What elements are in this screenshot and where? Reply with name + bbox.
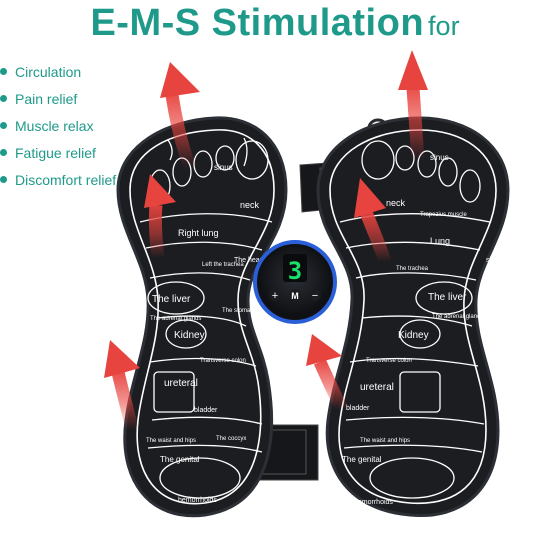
left-label-waist: The waist and hips bbox=[146, 438, 196, 444]
right-label-neck: neck bbox=[386, 198, 406, 208]
stimulation-arrow-icon bbox=[144, 174, 176, 259]
right-label-transverse: Transverse colon bbox=[366, 358, 412, 364]
benefits-list: Circulation Pain relief Muscle relax Fat… bbox=[0, 58, 116, 193]
stimulation-arrow-icon bbox=[398, 50, 428, 161]
left-label-neck: neck bbox=[240, 200, 260, 210]
left-label-the-heart: The heart bbox=[234, 257, 264, 264]
right-foot-pad: sinus neck Trapezius muscle Lung The tra… bbox=[316, 116, 514, 518]
right-label-waist: The waist and hips bbox=[360, 438, 410, 444]
left-label-transverse: Transverse colon bbox=[200, 358, 246, 364]
bullet-icon bbox=[0, 176, 7, 183]
right-label-adrenal: The adrenal glands bbox=[432, 314, 483, 320]
right-label-bladder: bladder bbox=[346, 405, 370, 412]
right-label-lung: Lung bbox=[430, 236, 450, 246]
mode-label: M bbox=[291, 291, 299, 301]
stimulation-arrow-icon bbox=[104, 340, 140, 432]
left-label-genital: The genital bbox=[160, 455, 200, 464]
bullet-icon bbox=[0, 122, 7, 129]
benefit-item: Discomfort relief bbox=[0, 166, 116, 193]
left-label-sinus: sinus bbox=[214, 163, 233, 172]
stimulation-arrow-icon bbox=[306, 334, 348, 413]
right-label-kidney: Kidney bbox=[398, 330, 429, 341]
left-label-bladder: bladder bbox=[194, 407, 218, 414]
left-label-kidney: Kidney bbox=[174, 330, 205, 341]
mode-button[interactable]: M bbox=[289, 289, 301, 301]
benefit-label: Fatigue relief bbox=[15, 144, 96, 161]
controller-unit: 3 + M − bbox=[253, 240, 337, 324]
benefit-item: Pain relief bbox=[0, 85, 116, 112]
plus-label: − bbox=[312, 290, 318, 302]
left-label-ureteral: ureteral bbox=[164, 378, 198, 389]
intensity-digit: 3 bbox=[288, 257, 302, 285]
left-label-hemorrhoids: hemorrhoids bbox=[178, 497, 217, 504]
left-label-right-lung: Right lung bbox=[178, 228, 219, 238]
right-label-trapezius: Trapezius muscle bbox=[420, 212, 467, 218]
benefit-item: Fatigue relief bbox=[0, 139, 116, 166]
benefit-item: Circulation bbox=[0, 58, 116, 85]
left-label-left-trachea: Left the trachea bbox=[202, 262, 244, 268]
controller-display bbox=[283, 254, 307, 282]
benefit-label: Discomfort relief bbox=[15, 171, 117, 188]
minus-button[interactable]: + bbox=[269, 289, 281, 302]
stimulation-arrow-icon bbox=[354, 178, 392, 264]
headline-main: E-M-S Stimulation bbox=[90, 2, 425, 44]
right-label-the-liver: The liver bbox=[428, 292, 467, 303]
bullet-icon bbox=[0, 68, 7, 75]
right-label-shoulder: shoulder bbox=[486, 257, 514, 264]
right-label-ureteral: ureteral bbox=[360, 382, 394, 393]
headline-suffix: for bbox=[428, 11, 460, 41]
minus-label: + bbox=[272, 290, 278, 302]
benefit-item: Muscle relax bbox=[0, 112, 116, 139]
stimulation-arrow-icon bbox=[160, 62, 200, 171]
benefit-label: Circulation bbox=[15, 63, 82, 80]
right-label-sinus: sinus bbox=[430, 153, 449, 162]
left-foot-pad: sinus neck Right lung The heart Left the… bbox=[116, 116, 288, 518]
left-label-stomach: The stomach bbox=[222, 308, 257, 314]
benefit-label: Muscle relax bbox=[15, 117, 94, 134]
right-label-trachea: The trachea bbox=[396, 266, 429, 272]
left-label-the-liver: The liver bbox=[152, 294, 191, 305]
benefit-label: Pain relief bbox=[15, 90, 78, 107]
stimulation-arrows bbox=[104, 50, 428, 432]
right-label-genital: The genital bbox=[342, 455, 382, 464]
right-label-hemorrhoids: hemorrhoids bbox=[354, 499, 393, 506]
bullet-icon bbox=[0, 95, 7, 102]
left-label-adrenal: The adrenal glands bbox=[150, 316, 201, 322]
plus-button[interactable]: − bbox=[309, 289, 321, 302]
bullet-icon bbox=[0, 149, 7, 156]
left-label-coccyx: The coccyx bbox=[216, 436, 246, 442]
